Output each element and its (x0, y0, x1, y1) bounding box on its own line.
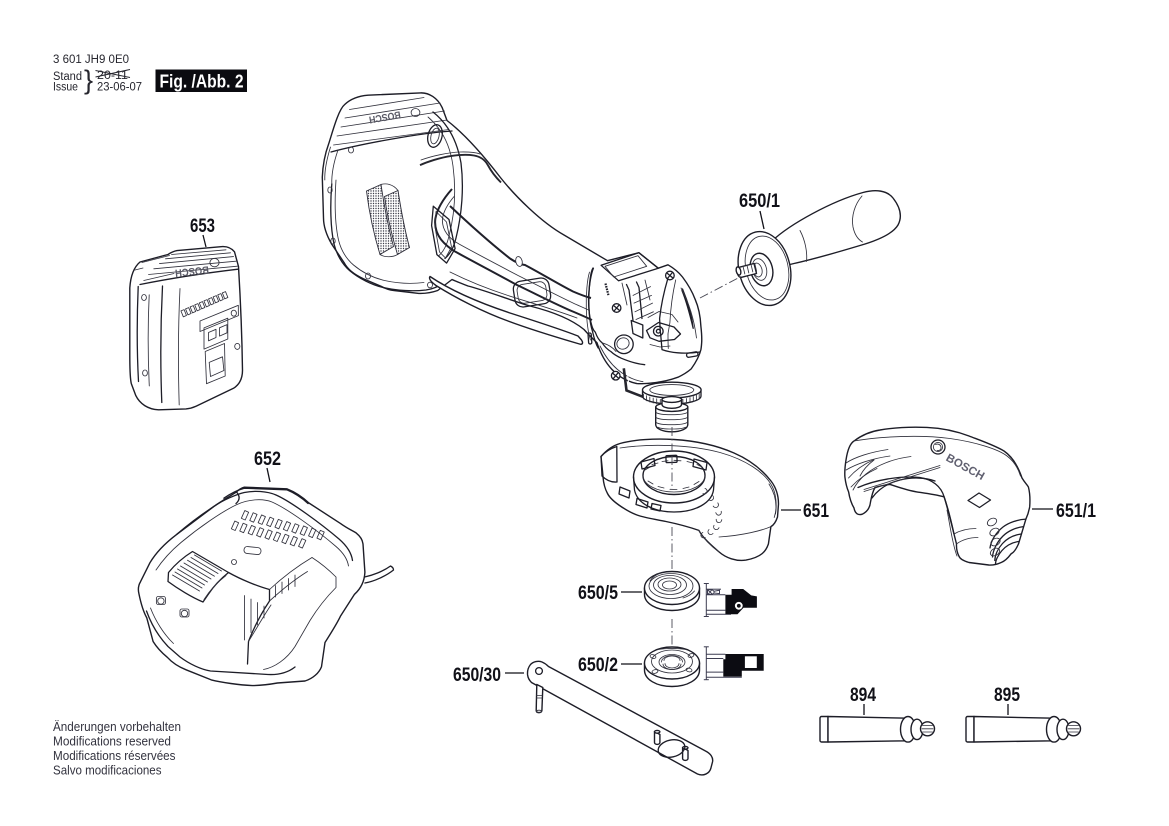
svg-text:Stand: Stand (53, 71, 82, 83)
svg-text:Salvo modificaciones: Salvo modificaciones (53, 763, 162, 778)
svg-text:895: 895 (994, 685, 1020, 706)
svg-text:650/5: 650/5 (578, 583, 618, 604)
svg-text:Modifications réservées: Modifications réservées (53, 748, 176, 763)
svg-text:3 601 JH9 0E0: 3 601 JH9 0E0 (53, 54, 129, 66)
svg-text:652: 652 (254, 449, 281, 470)
svg-text:Modifications reserved: Modifications reserved (53, 734, 171, 749)
svg-text:650/30: 650/30 (453, 665, 501, 686)
svg-text:BOSCH: BOSCH (174, 263, 209, 278)
svg-text:650/1: 650/1 (739, 191, 780, 212)
svg-text:Änderungen vorbehalten: Änderungen vorbehalten (53, 719, 181, 734)
svg-text:20-11: 20-11 (97, 70, 128, 82)
svg-text:651: 651 (803, 501, 829, 522)
svg-text:Issue: Issue (53, 82, 78, 94)
svg-text:653: 653 (190, 216, 215, 237)
svg-text:Fig. /Abb. 2: Fig. /Abb. 2 (160, 72, 244, 92)
svg-text:651/1: 651/1 (1056, 501, 1096, 522)
svg-text:894: 894 (850, 685, 876, 706)
svg-text:BOSCH: BOSCH (368, 108, 401, 124)
svg-text:}: } (84, 65, 93, 95)
svg-text:650/2: 650/2 (578, 655, 618, 676)
svg-text:23-06-07: 23-06-07 (97, 82, 142, 94)
